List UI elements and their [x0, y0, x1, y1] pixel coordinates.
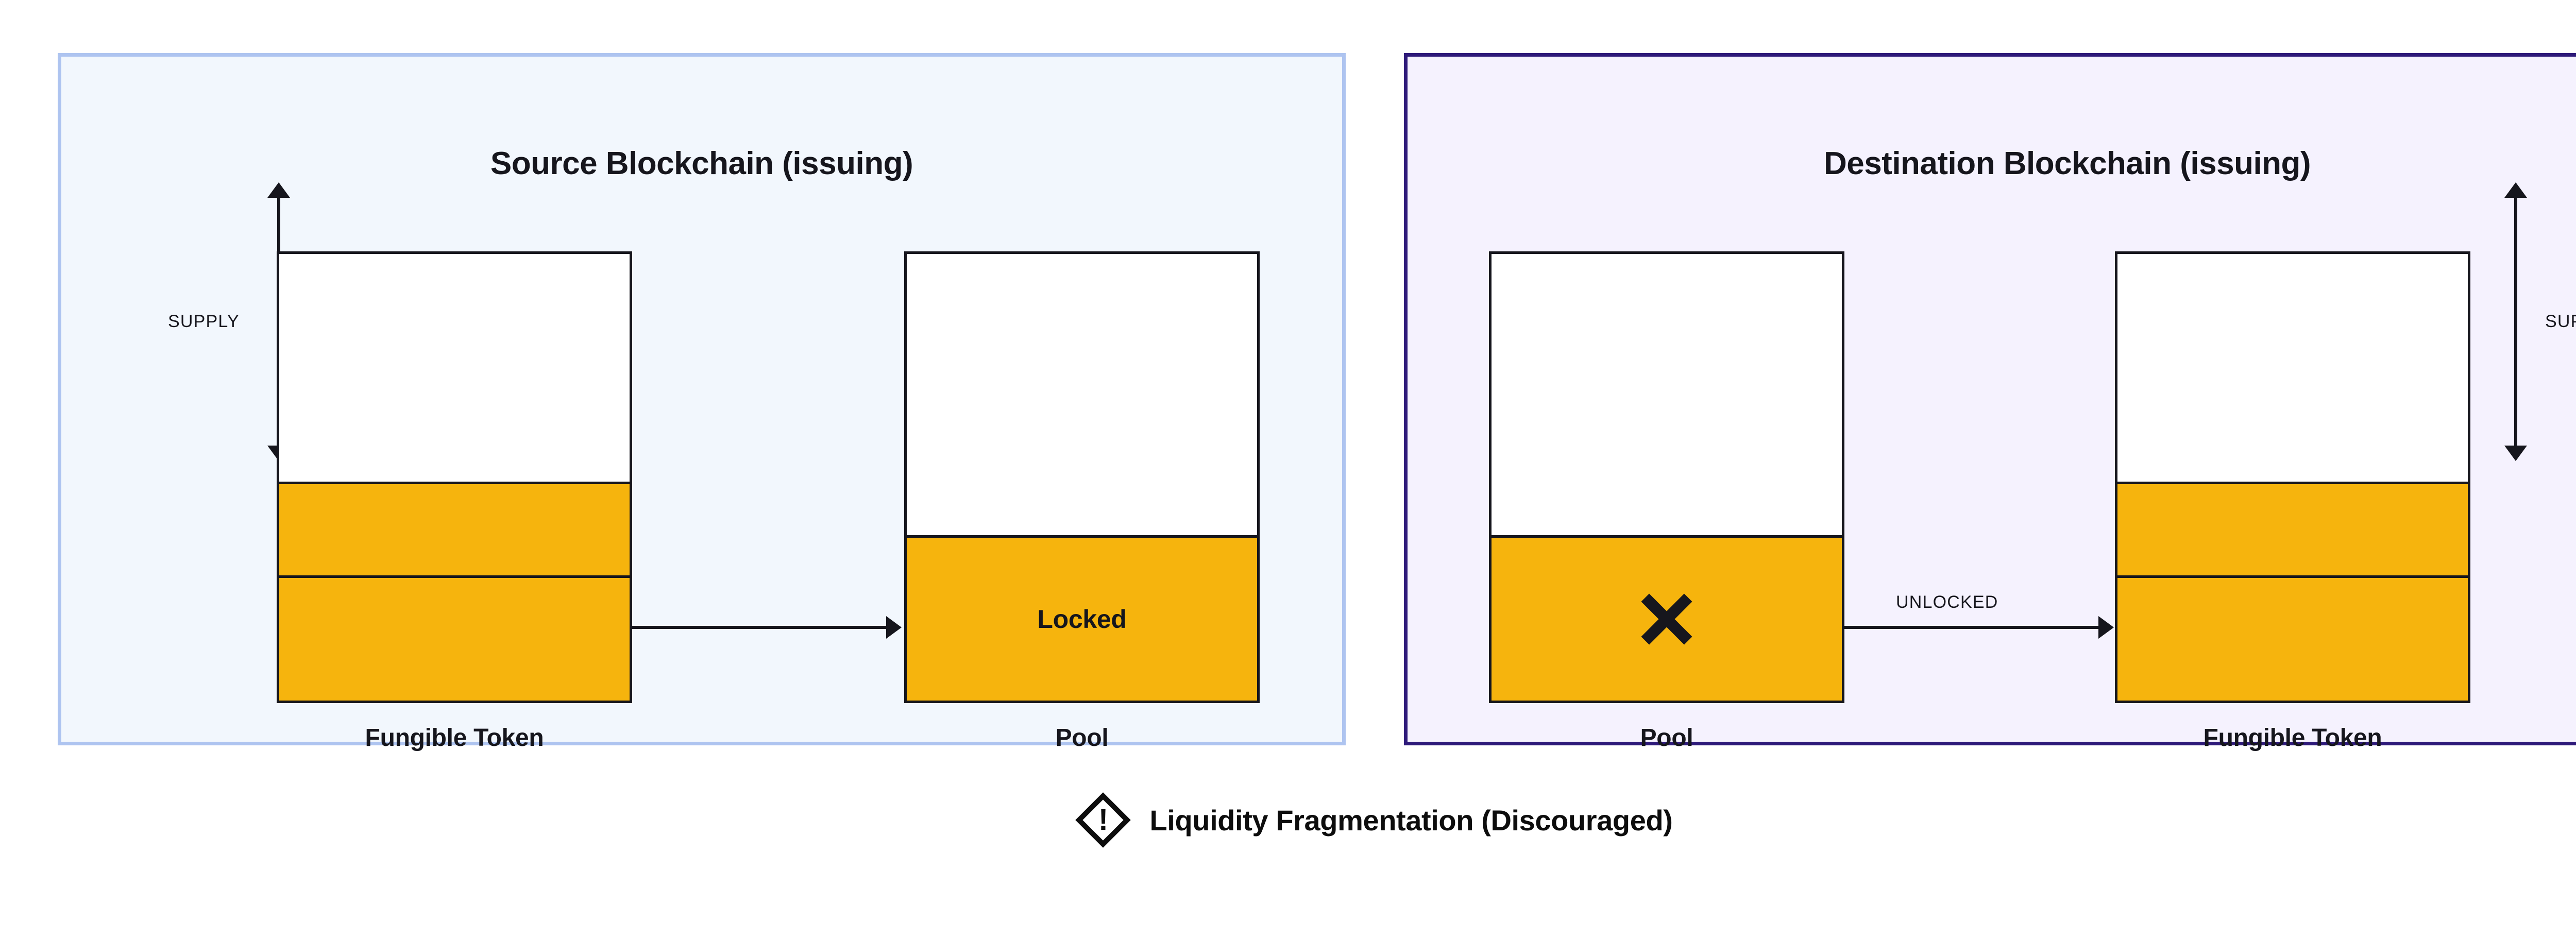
destination-fungible-token-box — [2115, 251, 2470, 703]
destination-unlock-label: UNLOCKED — [1896, 592, 1998, 612]
locked-label: Locked — [1037, 605, 1127, 634]
destination-fungible-token-caption: Fungible Token — [2203, 724, 2382, 752]
destination-blockchain-panel: Destination Blockchain (issuing) Pool UN… — [1404, 53, 2576, 752]
pool-segment-blocked — [1492, 535, 1842, 701]
source-fungible-token-box — [277, 251, 632, 703]
token-segment-filled-lower — [279, 575, 630, 701]
destination-supply-label: SUPPLY — [2545, 312, 2576, 331]
liquidity-fragmentation-text: Liquidity Fragmentation (Discouraged) — [1149, 804, 1673, 837]
warning-diamond-icon: ! — [1075, 792, 1131, 848]
token-segment-filled-upper — [279, 482, 630, 576]
source-pool-box: Locked — [904, 251, 1260, 703]
token-segment-empty — [2117, 254, 2468, 482]
destination-pool-box — [1489, 251, 1844, 703]
pool-segment-empty — [1492, 254, 1842, 536]
token-segment-empty — [279, 254, 630, 482]
token-segment-filled-upper — [2117, 482, 2468, 576]
source-blockchain-panel: Source Blockchain (issuing) SUPPLY Fungi… — [58, 53, 1346, 752]
destination-unlock-flow-arrow — [1844, 616, 2114, 639]
warning-exclamation-glyph: ! — [1098, 803, 1109, 837]
source-panel-title: Source Blockchain (issuing) — [490, 146, 913, 181]
pool-segment-locked: Locked — [907, 535, 1257, 701]
liquidity-fragmentation-note: ! Liquidity Fragmentation (Discouraged) — [0, 792, 2576, 848]
source-pool-caption: Pool — [1055, 724, 1109, 752]
source-supply-label: SUPPLY — [168, 312, 240, 331]
destination-panel-title: Destination Blockchain (issuing) — [1823, 146, 2311, 181]
destination-pool-caption: Pool — [1640, 724, 1693, 752]
source-fungible-token-caption: Fungible Token — [365, 724, 544, 752]
pool-segment-empty — [907, 254, 1257, 536]
cross-mark-icon — [1641, 593, 1692, 645]
token-segment-filled-lower — [2117, 575, 2468, 701]
source-lock-flow-arrow — [632, 616, 902, 639]
destination-supply-arrow — [2504, 182, 2527, 461]
